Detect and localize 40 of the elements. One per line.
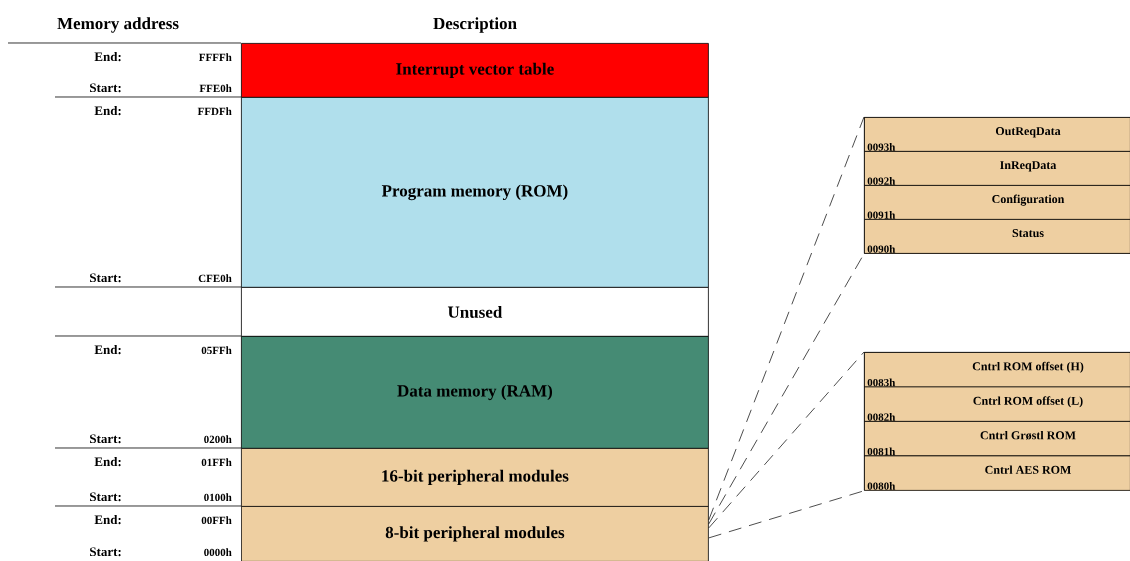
node-label: Cntrl ROM offset (H) — [972, 361, 1084, 373]
address-label: Start: — [90, 273, 121, 283]
memory-region-box: Unused — [241, 287, 709, 337]
address-label: End: — [94, 514, 121, 525]
leader-line — [708, 116, 865, 521]
address-label: Start: — [90, 83, 121, 93]
address-label: Start: — [90, 434, 121, 444]
address-label: End: — [94, 106, 121, 116]
address-label: End: — [94, 52, 121, 62]
address-value: 0200h — [204, 435, 232, 444]
memory-region-box: Data memory (RAM) — [241, 336, 709, 449]
register-row: 0093h OutReqData — [864, 117, 1130, 152]
address-label: End: — [94, 456, 121, 467]
memory-region-box: Program memory (ROM) — [241, 97, 709, 288]
address-value: CFE0h — [198, 274, 232, 283]
address-value: 05FFh — [201, 346, 232, 355]
node-label: Cntrl Grøstl ROM — [980, 430, 1076, 440]
memory-region-box: 8-bit peripheral modules — [241, 506, 709, 561]
register-row: 0082h Cntrl ROM offset (L) — [864, 386, 1130, 422]
address-value: 0100h — [204, 493, 232, 502]
address-label: Start: — [90, 492, 121, 502]
leader-line — [708, 351, 865, 529]
address-value: 01FFh — [201, 458, 232, 467]
register-row: 0083h Cntrl ROM offset (H) — [864, 352, 1130, 388]
memory-region-box: 16-bit peripheral modules — [241, 448, 709, 507]
register-row: 0091h Configuration — [864, 185, 1130, 220]
node-label: 0081h — [867, 447, 896, 456]
register-row: 0081h Cntrl Grøstl ROM — [864, 421, 1130, 457]
node-label: 8-bit peripheral modules — [385, 526, 565, 542]
register-row: 0090h Status — [864, 219, 1130, 254]
address-value: FFE0h — [199, 84, 232, 93]
address-label: End: — [94, 345, 121, 355]
column-heading: Memory address — [57, 17, 179, 33]
address-value: 00FFh — [201, 516, 232, 525]
node-label: 0083h — [867, 378, 896, 387]
register-row: 0092h InReqData — [864, 151, 1130, 186]
address-value: FFDFh — [197, 107, 232, 115]
register-row: 0080h Cntrl AES ROM — [864, 455, 1130, 491]
address-label: Start: — [90, 547, 121, 557]
memory-region-box: Interrupt vector table — [241, 43, 709, 98]
